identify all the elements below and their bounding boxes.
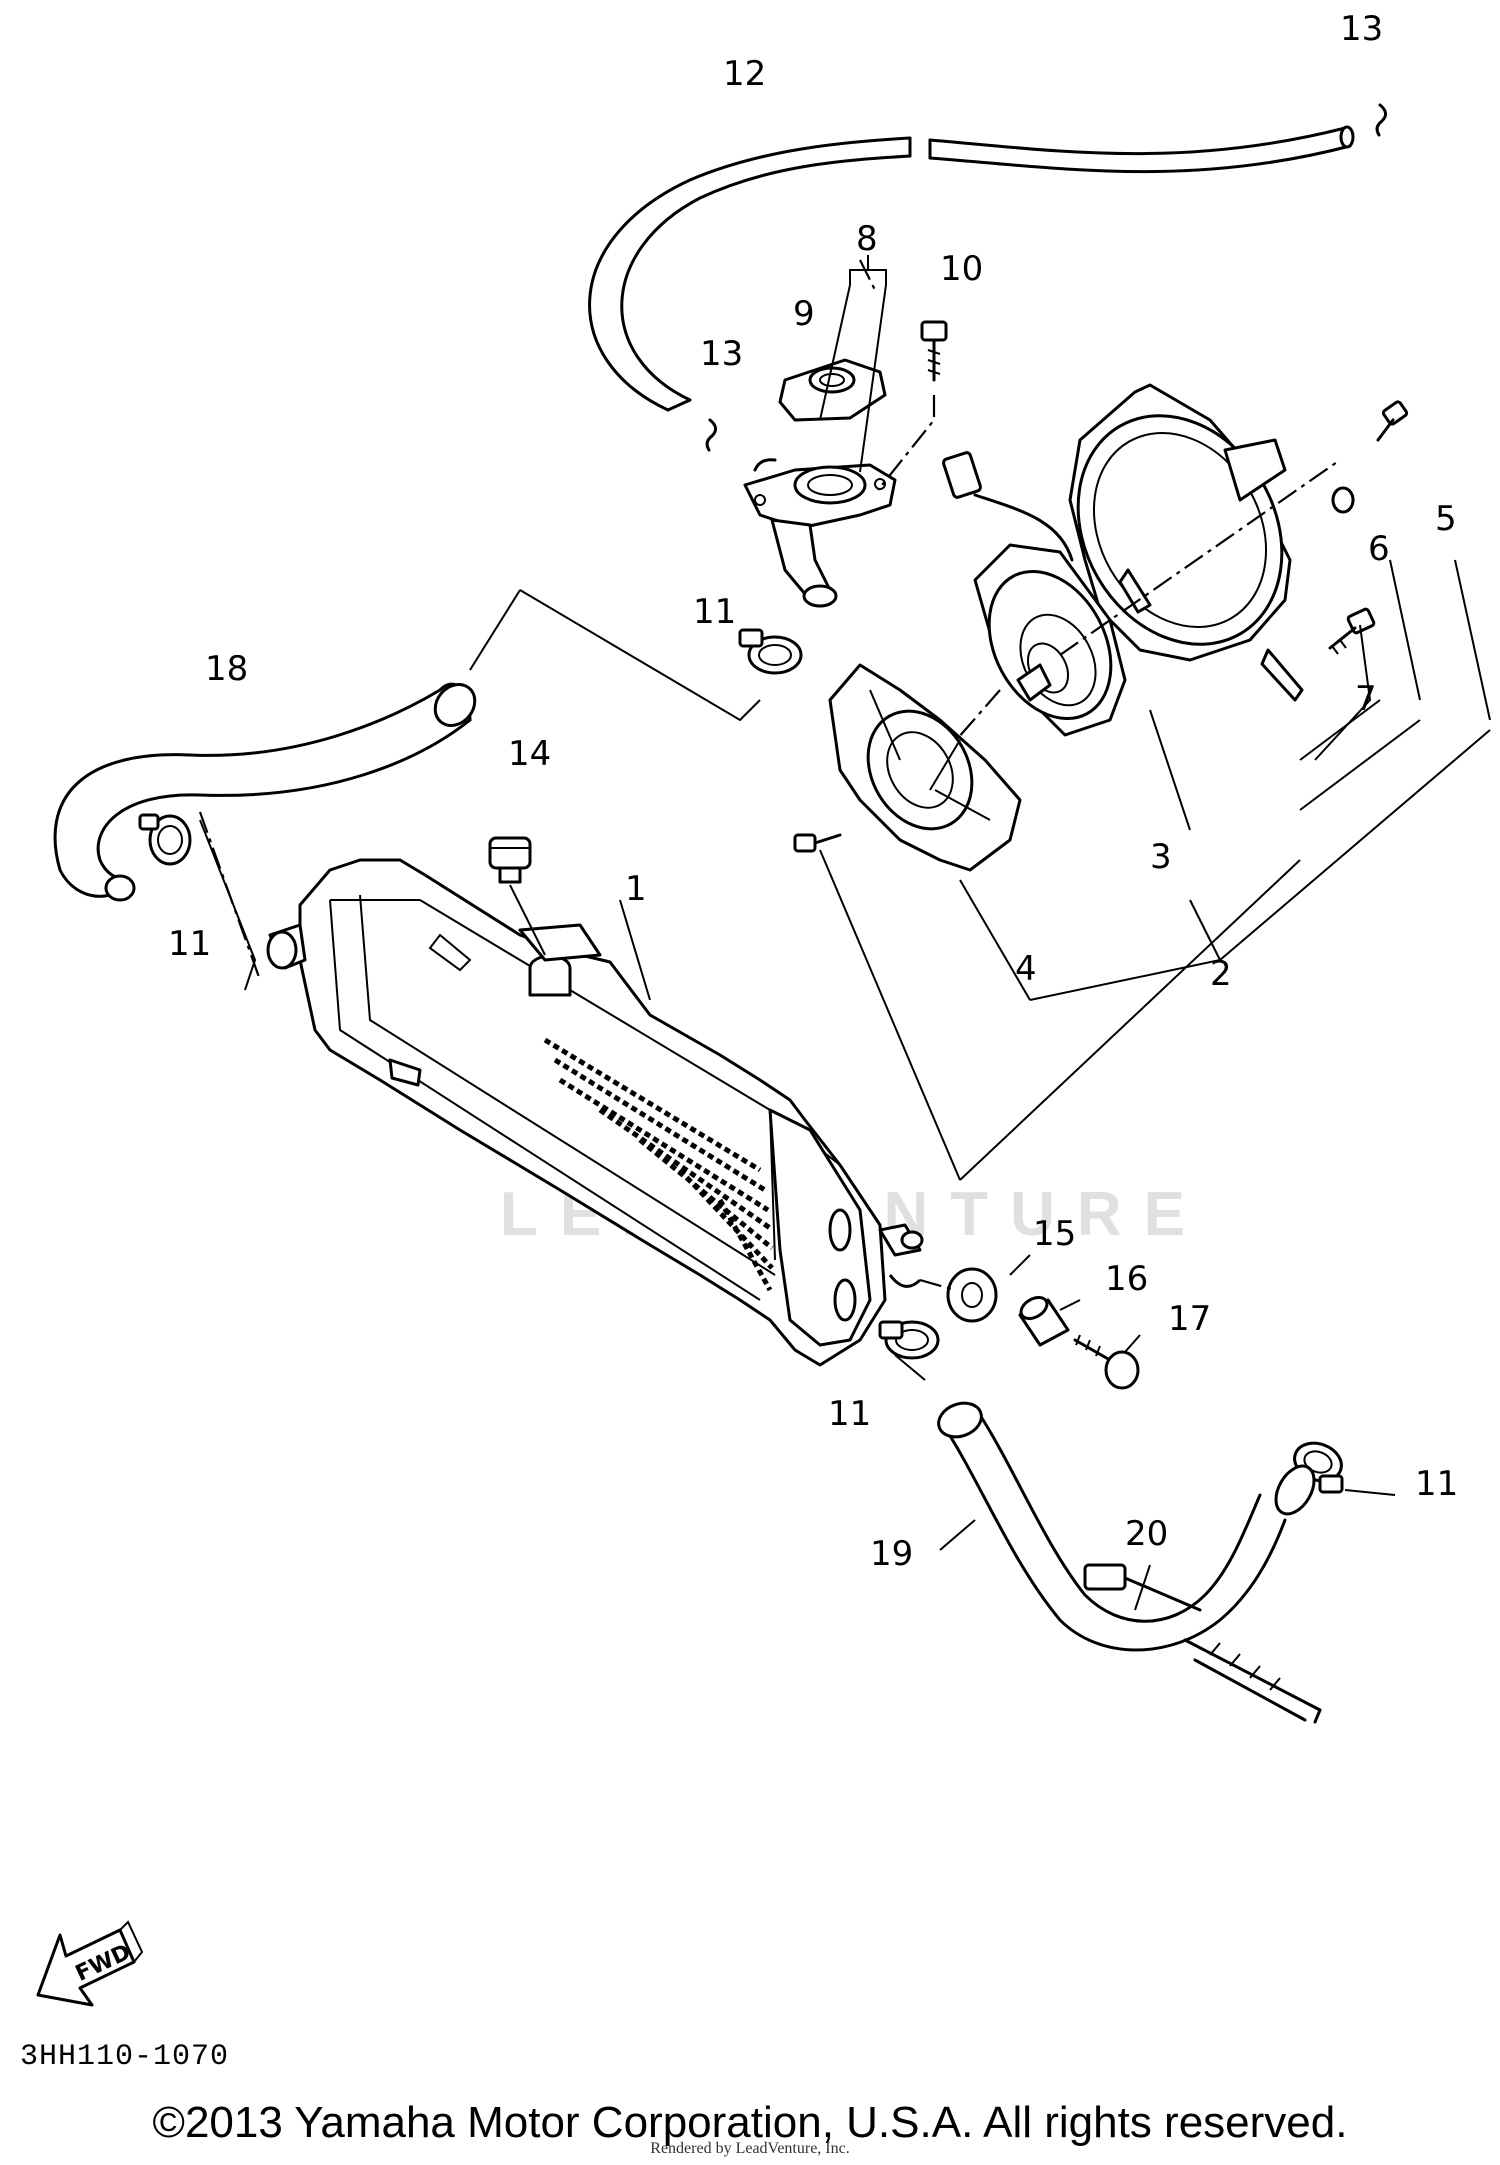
callout-13-lower: 13 <box>700 334 743 374</box>
callout-1: 1 <box>625 869 647 909</box>
hose-clamp-left <box>138 813 192 866</box>
bolt-7 <box>1328 607 1376 655</box>
callout-11-right: 11 <box>1415 1464 1458 1504</box>
upper-radiator-hose <box>53 682 477 902</box>
hose-clamp-lower <box>878 1320 940 1360</box>
copyright-notice: ©2013 Yamaha Motor Corporation, U.S.A. A… <box>152 2098 1348 2147</box>
fan-connector <box>942 451 1074 562</box>
hose-clip-upper <box>1375 103 1387 137</box>
fan-shroud <box>1068 383 1304 702</box>
fwd-arrow: FWD <box>36 1920 144 2007</box>
callout-11-upper: 11 <box>693 592 736 632</box>
callout-15: 15 <box>1033 1214 1076 1254</box>
fan-motor <box>973 543 1127 737</box>
callout-14: 14 <box>508 734 551 774</box>
callout-2: 2 <box>1210 954 1232 994</box>
callout-17: 17 <box>1168 1299 1211 1339</box>
rendered-by-note: Rendered by LeadVenture, Inc. <box>650 2140 850 2157</box>
callout-20: 20 <box>1125 1514 1168 1554</box>
callout-13-upper: 13 <box>1340 9 1383 49</box>
callout-8: 8 <box>856 219 878 259</box>
hose-clamp-upper <box>738 628 803 675</box>
diagram-code: 3HH110-1070 <box>20 2040 230 2074</box>
callout-7: 7 <box>1355 679 1377 719</box>
callout-11-lower: 11 <box>828 1394 871 1434</box>
callout-9: 9 <box>793 294 815 334</box>
lower-radiator-hose <box>937 1401 1316 1652</box>
callout-3: 3 <box>1150 837 1172 877</box>
callout-16: 16 <box>1105 1259 1148 1299</box>
washer-6 <box>1331 486 1355 514</box>
upper-breather-hose <box>588 125 1355 412</box>
callout-11-left: 11 <box>168 924 211 964</box>
overflow-cap <box>488 836 532 884</box>
filler-neck <box>743 458 897 608</box>
radiator <box>266 858 924 1367</box>
callout-18: 18 <box>205 649 248 689</box>
callout-6: 6 <box>1368 529 1390 569</box>
hose-clip-lower <box>705 418 717 452</box>
fan-blade-screw <box>793 833 842 853</box>
bolt-10 <box>920 320 948 382</box>
callout-19: 19 <box>870 1534 913 1574</box>
callout-12: 12 <box>723 54 766 94</box>
bolt-17 <box>1073 1334 1140 1390</box>
collar-16 <box>1018 1296 1070 1347</box>
bolt-5 <box>1376 400 1409 442</box>
callout-4: 4 <box>1015 949 1037 989</box>
callout-10: 10 <box>940 249 983 289</box>
grommet-15 <box>946 1267 998 1323</box>
fan-blade <box>828 663 1022 872</box>
callout-labels: 1 2 3 4 5 6 7 8 9 10 11 11 11 11 12 13 1… <box>168 9 1458 1574</box>
callout-5: 5 <box>1435 499 1457 539</box>
cable-tie <box>1083 1563 1322 1724</box>
radiator-cap <box>778 358 887 422</box>
